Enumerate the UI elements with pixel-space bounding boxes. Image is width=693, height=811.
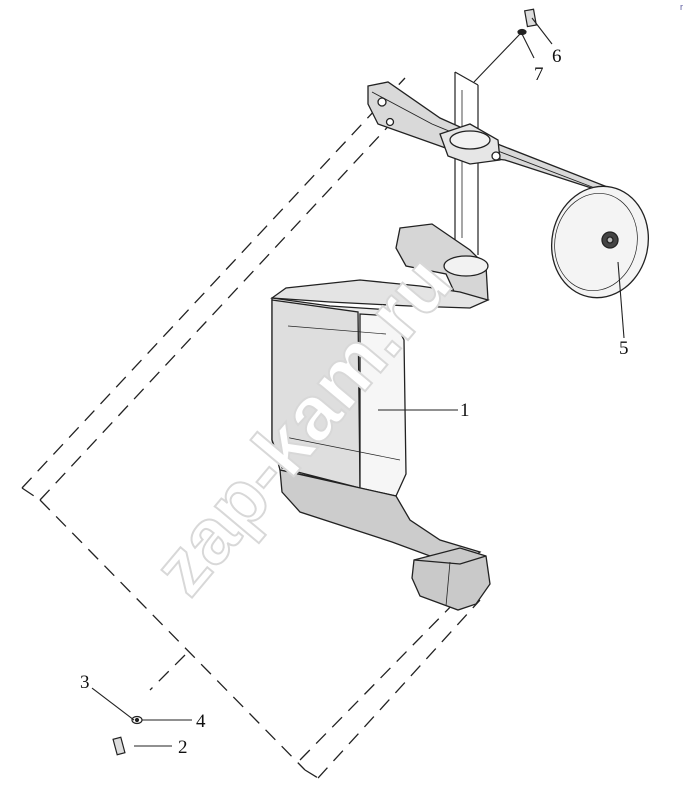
part-label-3: 3 <box>80 672 90 693</box>
bolt-top <box>517 8 538 36</box>
part-label-5: 5 <box>619 338 629 359</box>
part-label-6: 6 <box>552 46 562 67</box>
part-label-2: 2 <box>178 737 188 758</box>
dashed-frame <box>21 77 481 779</box>
part-label-4: 4 <box>196 711 206 732</box>
main-mirror-assembly <box>270 223 490 561</box>
round-mirror <box>550 185 650 299</box>
leader-lines <box>91 17 625 747</box>
part-label-1: 1 <box>460 400 470 421</box>
lower-mirror-housing <box>411 547 491 611</box>
part-label-7: 7 <box>534 64 544 85</box>
part-callouts: 1 2 3 4 5 6 7 <box>80 46 629 758</box>
corner-mark: r <box>680 2 683 12</box>
bolt-bottom <box>112 715 143 756</box>
